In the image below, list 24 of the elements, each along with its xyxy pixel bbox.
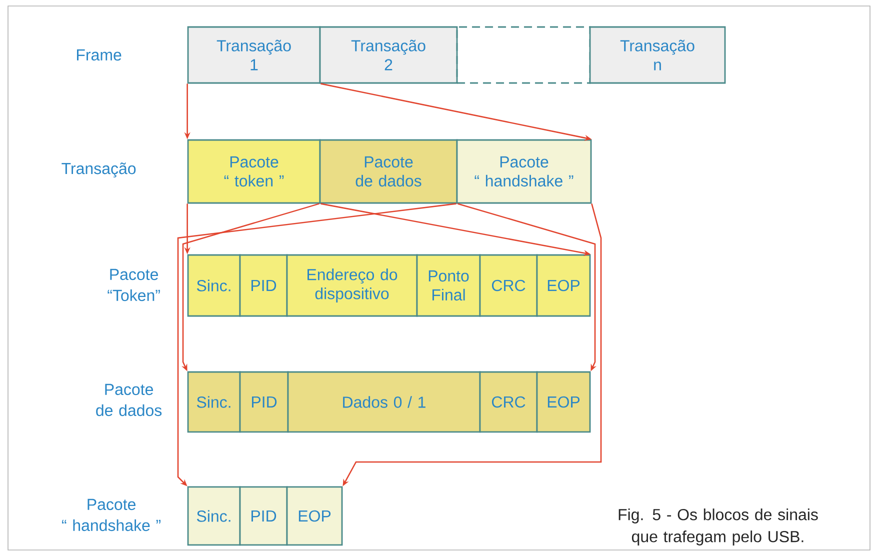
field-cell: CRC <box>479 371 538 433</box>
field-cell: CRC <box>479 254 538 317</box>
row-label: Pacote de dados <box>96 384 162 416</box>
row-label: Frame <box>77 49 122 61</box>
field-cell: EOP <box>536 371 591 433</box>
field-cell: EOP <box>536 254 591 317</box>
packet-box: Pacote “ token ” <box>187 139 321 204</box>
packet-box: Pacote “ handshake ” <box>456 139 592 204</box>
row-label: Pacote “Token” <box>108 268 160 302</box>
transaction-box: Transação 2 <box>319 26 458 84</box>
caption: Fig. 5 - Os blocos de sinais que trafegam pelo USB. <box>618 508 818 546</box>
transaction-box: Transação 1 <box>187 26 321 84</box>
row-label: Transação <box>62 162 136 178</box>
field-cell: Sinc. <box>187 371 241 433</box>
field-cell: Sinc. <box>187 486 241 546</box>
field-cell: Ponto Final <box>416 254 481 317</box>
field-cell: PID <box>239 254 288 317</box>
transaction-box: Transação n <box>589 26 726 84</box>
field-cell: EOP <box>286 486 343 546</box>
field-cell: PID <box>239 486 288 546</box>
field-cell: PID <box>239 371 289 433</box>
row-label: Pacote “ handshake ” <box>62 498 160 532</box>
packet-box: Pacote de dados <box>319 139 458 204</box>
field-cell: Sinc. <box>187 254 241 317</box>
